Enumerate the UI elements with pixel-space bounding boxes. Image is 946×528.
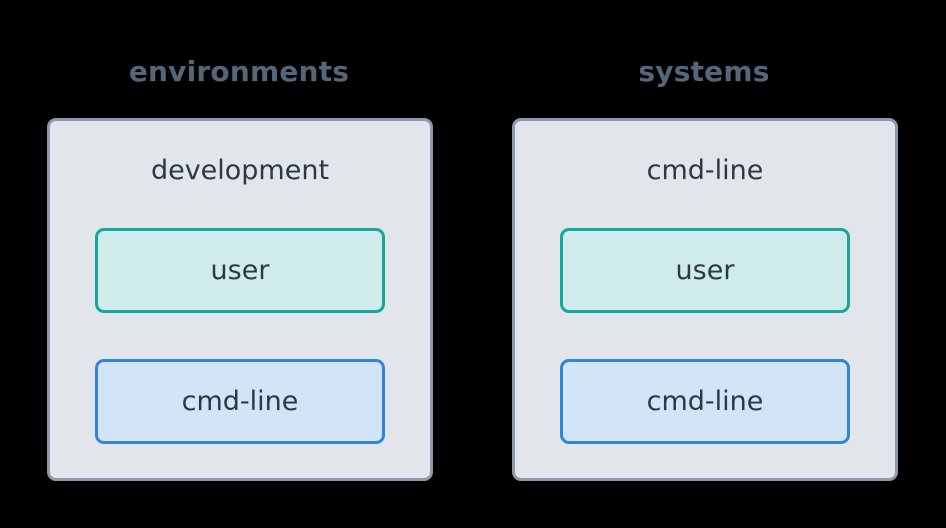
group-title-systems: systems <box>638 55 770 88</box>
inner-box-label-cmd-line: cmd-line <box>646 385 764 417</box>
outer-box-label-development: development <box>150 155 330 186</box>
group-environments: environments development user cmd-line <box>29 0 449 528</box>
group-systems: systems cmd-line user cmd-line <box>494 0 914 528</box>
inner-box-label-user: user <box>675 254 735 286</box>
inner-box-cmd-line[interactable]: cmd-line <box>560 359 850 444</box>
inner-box-user[interactable]: user <box>560 228 850 313</box>
inner-box-label-user: user <box>210 254 270 286</box>
outer-box-cmd-line[interactable]: cmd-line user cmd-line <box>512 118 898 481</box>
inner-box-cmd-line[interactable]: cmd-line <box>95 359 385 444</box>
inner-box-user[interactable]: user <box>95 228 385 313</box>
outer-box-label-cmd-line: cmd-line <box>646 155 764 186</box>
inner-box-label-cmd-line: cmd-line <box>181 385 299 417</box>
outer-box-development[interactable]: development user cmd-line <box>47 118 433 481</box>
group-title-environments: environments <box>128 55 350 88</box>
